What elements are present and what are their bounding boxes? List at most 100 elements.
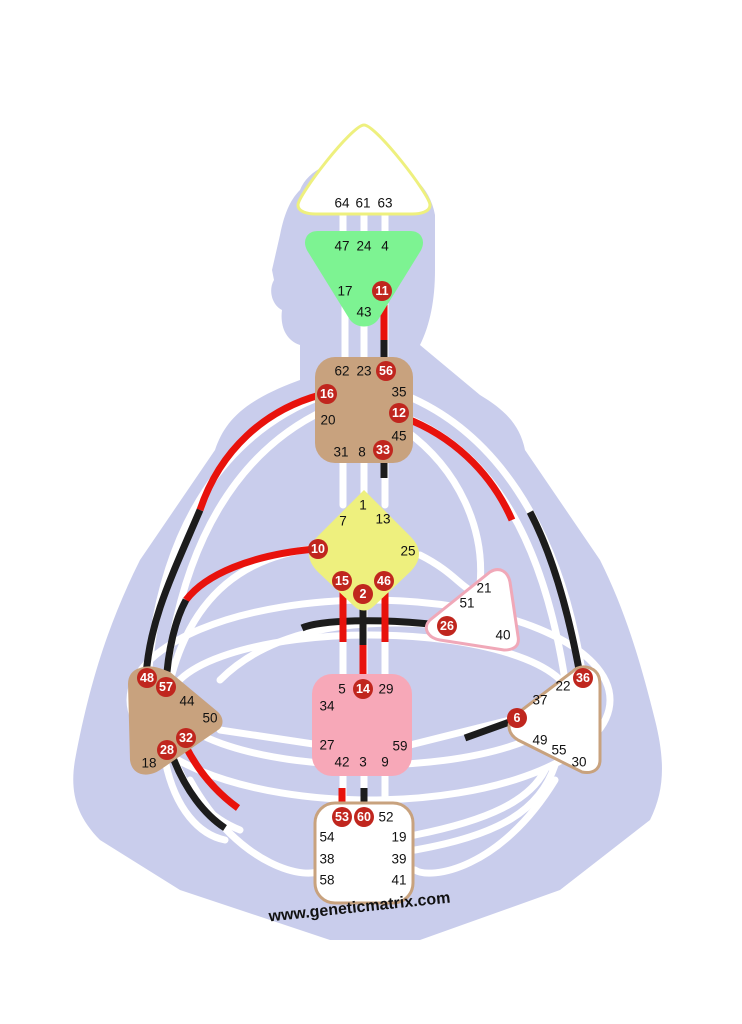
active-gate-marker	[437, 616, 457, 636]
gate-number: 39	[391, 852, 406, 867]
gate-33[interactable]: 33	[373, 440, 393, 460]
gate-61[interactable]: 61	[355, 196, 370, 211]
active-gate-marker	[156, 677, 176, 697]
gate-42[interactable]: 42	[334, 755, 349, 770]
gate-37[interactable]: 37	[532, 693, 547, 708]
gate-4[interactable]: 4	[381, 239, 389, 254]
gate-number: 51	[459, 596, 474, 611]
sacral-center[interactable]	[312, 674, 412, 776]
gate-19[interactable]: 19	[391, 830, 406, 845]
gate-54[interactable]: 54	[319, 830, 335, 845]
gate-44[interactable]: 44	[179, 694, 195, 709]
gate-15[interactable]: 15	[332, 571, 352, 591]
gate-50[interactable]: 50	[202, 711, 217, 726]
gate-41[interactable]: 41	[391, 873, 406, 888]
gate-7[interactable]: 7	[339, 514, 347, 529]
gate-56[interactable]: 56	[376, 361, 396, 381]
gate-18[interactable]: 18	[141, 756, 156, 771]
gate-31[interactable]: 31	[333, 445, 348, 460]
gate-52[interactable]: 52	[378, 810, 393, 825]
gate-number: 62	[334, 364, 349, 379]
gate-9[interactable]: 9	[381, 755, 389, 770]
gate-63[interactable]: 63	[377, 196, 392, 211]
gate-30[interactable]: 30	[571, 755, 586, 770]
gate-number: 40	[495, 628, 510, 643]
gate-17[interactable]: 17	[337, 284, 352, 299]
gate-number: 15	[335, 574, 349, 588]
active-gate-marker	[353, 584, 373, 604]
gate-62[interactable]: 62	[334, 364, 349, 379]
gate-number: 63	[377, 196, 392, 211]
gate-5[interactable]: 5	[338, 682, 346, 697]
spleen-center[interactable]	[128, 666, 223, 775]
throat-center[interactable]	[315, 357, 413, 463]
gate-2[interactable]: 2	[353, 584, 373, 604]
gate-1[interactable]: 1	[359, 498, 367, 513]
gate-27[interactable]: 27	[319, 738, 334, 753]
gate-51[interactable]: 51	[459, 596, 474, 611]
gate-20[interactable]: 20	[320, 413, 335, 428]
gate-22[interactable]: 22	[555, 679, 570, 694]
gate-35[interactable]: 35	[391, 385, 406, 400]
gate-number: 42	[334, 755, 349, 770]
solar-plexus-center[interactable]	[507, 665, 602, 774]
gate-23[interactable]: 23	[356, 364, 371, 379]
gate-number: 6	[514, 711, 521, 725]
gate-number: 60	[357, 810, 371, 824]
gate-58[interactable]: 58	[319, 873, 334, 888]
gate-21[interactable]: 21	[476, 581, 491, 596]
gate-number: 58	[319, 873, 334, 888]
active-gate-marker	[137, 668, 157, 688]
gate-38[interactable]: 38	[319, 852, 334, 867]
root-center[interactable]	[313, 801, 415, 905]
ajna-center[interactable]	[305, 231, 423, 327]
gate-3[interactable]: 3	[359, 755, 367, 770]
gate-59[interactable]: 59	[392, 739, 407, 754]
active-gate-marker	[389, 403, 409, 423]
gate-number: 16	[320, 387, 334, 401]
gate-32[interactable]: 32	[176, 728, 196, 748]
gate-64[interactable]: 64	[334, 196, 350, 211]
active-gate-marker	[353, 679, 373, 699]
gate-14[interactable]: 14	[353, 679, 373, 699]
gate-34[interactable]: 34	[319, 699, 335, 714]
gate-number: 52	[378, 810, 393, 825]
gate-28[interactable]: 28	[157, 740, 177, 760]
gate-number: 41	[391, 873, 406, 888]
gate-number: 33	[376, 443, 390, 457]
gate-number: 27	[319, 738, 334, 753]
gate-29[interactable]: 29	[378, 682, 393, 697]
gate-8[interactable]: 8	[358, 445, 366, 460]
gate-24[interactable]: 24	[356, 239, 372, 254]
gate-10[interactable]: 10	[308, 539, 328, 559]
gate-number: 64	[334, 196, 350, 211]
gate-49[interactable]: 49	[532, 733, 547, 748]
gate-53[interactable]: 53	[332, 807, 352, 827]
gate-48[interactable]: 48	[137, 668, 157, 688]
gate-40[interactable]: 40	[495, 628, 510, 643]
gate-number: 3	[359, 755, 367, 770]
gate-13[interactable]: 13	[375, 512, 390, 527]
gate-36[interactable]: 36	[573, 668, 593, 688]
gate-number: 37	[532, 693, 547, 708]
gate-55[interactable]: 55	[551, 743, 566, 758]
gate-60[interactable]: 60	[354, 807, 374, 827]
gate-6[interactable]: 6	[507, 708, 527, 728]
gate-number: 45	[391, 429, 406, 444]
gate-26[interactable]: 26	[437, 616, 457, 636]
gate-12[interactable]: 12	[389, 403, 409, 423]
active-gate-marker	[372, 281, 392, 301]
gate-11[interactable]: 11	[372, 281, 392, 301]
head-center[interactable]	[296, 123, 432, 216]
gate-number: 44	[179, 694, 195, 709]
gate-number: 13	[375, 512, 390, 527]
gate-number: 7	[339, 514, 347, 529]
gate-45[interactable]: 45	[391, 429, 406, 444]
gate-46[interactable]: 46	[374, 571, 394, 591]
gate-25[interactable]: 25	[400, 544, 415, 559]
gate-16[interactable]: 16	[317, 384, 337, 404]
gate-57[interactable]: 57	[156, 677, 176, 697]
gate-39[interactable]: 39	[391, 852, 406, 867]
gate-47[interactable]: 47	[334, 239, 349, 254]
gate-43[interactable]: 43	[356, 305, 371, 320]
